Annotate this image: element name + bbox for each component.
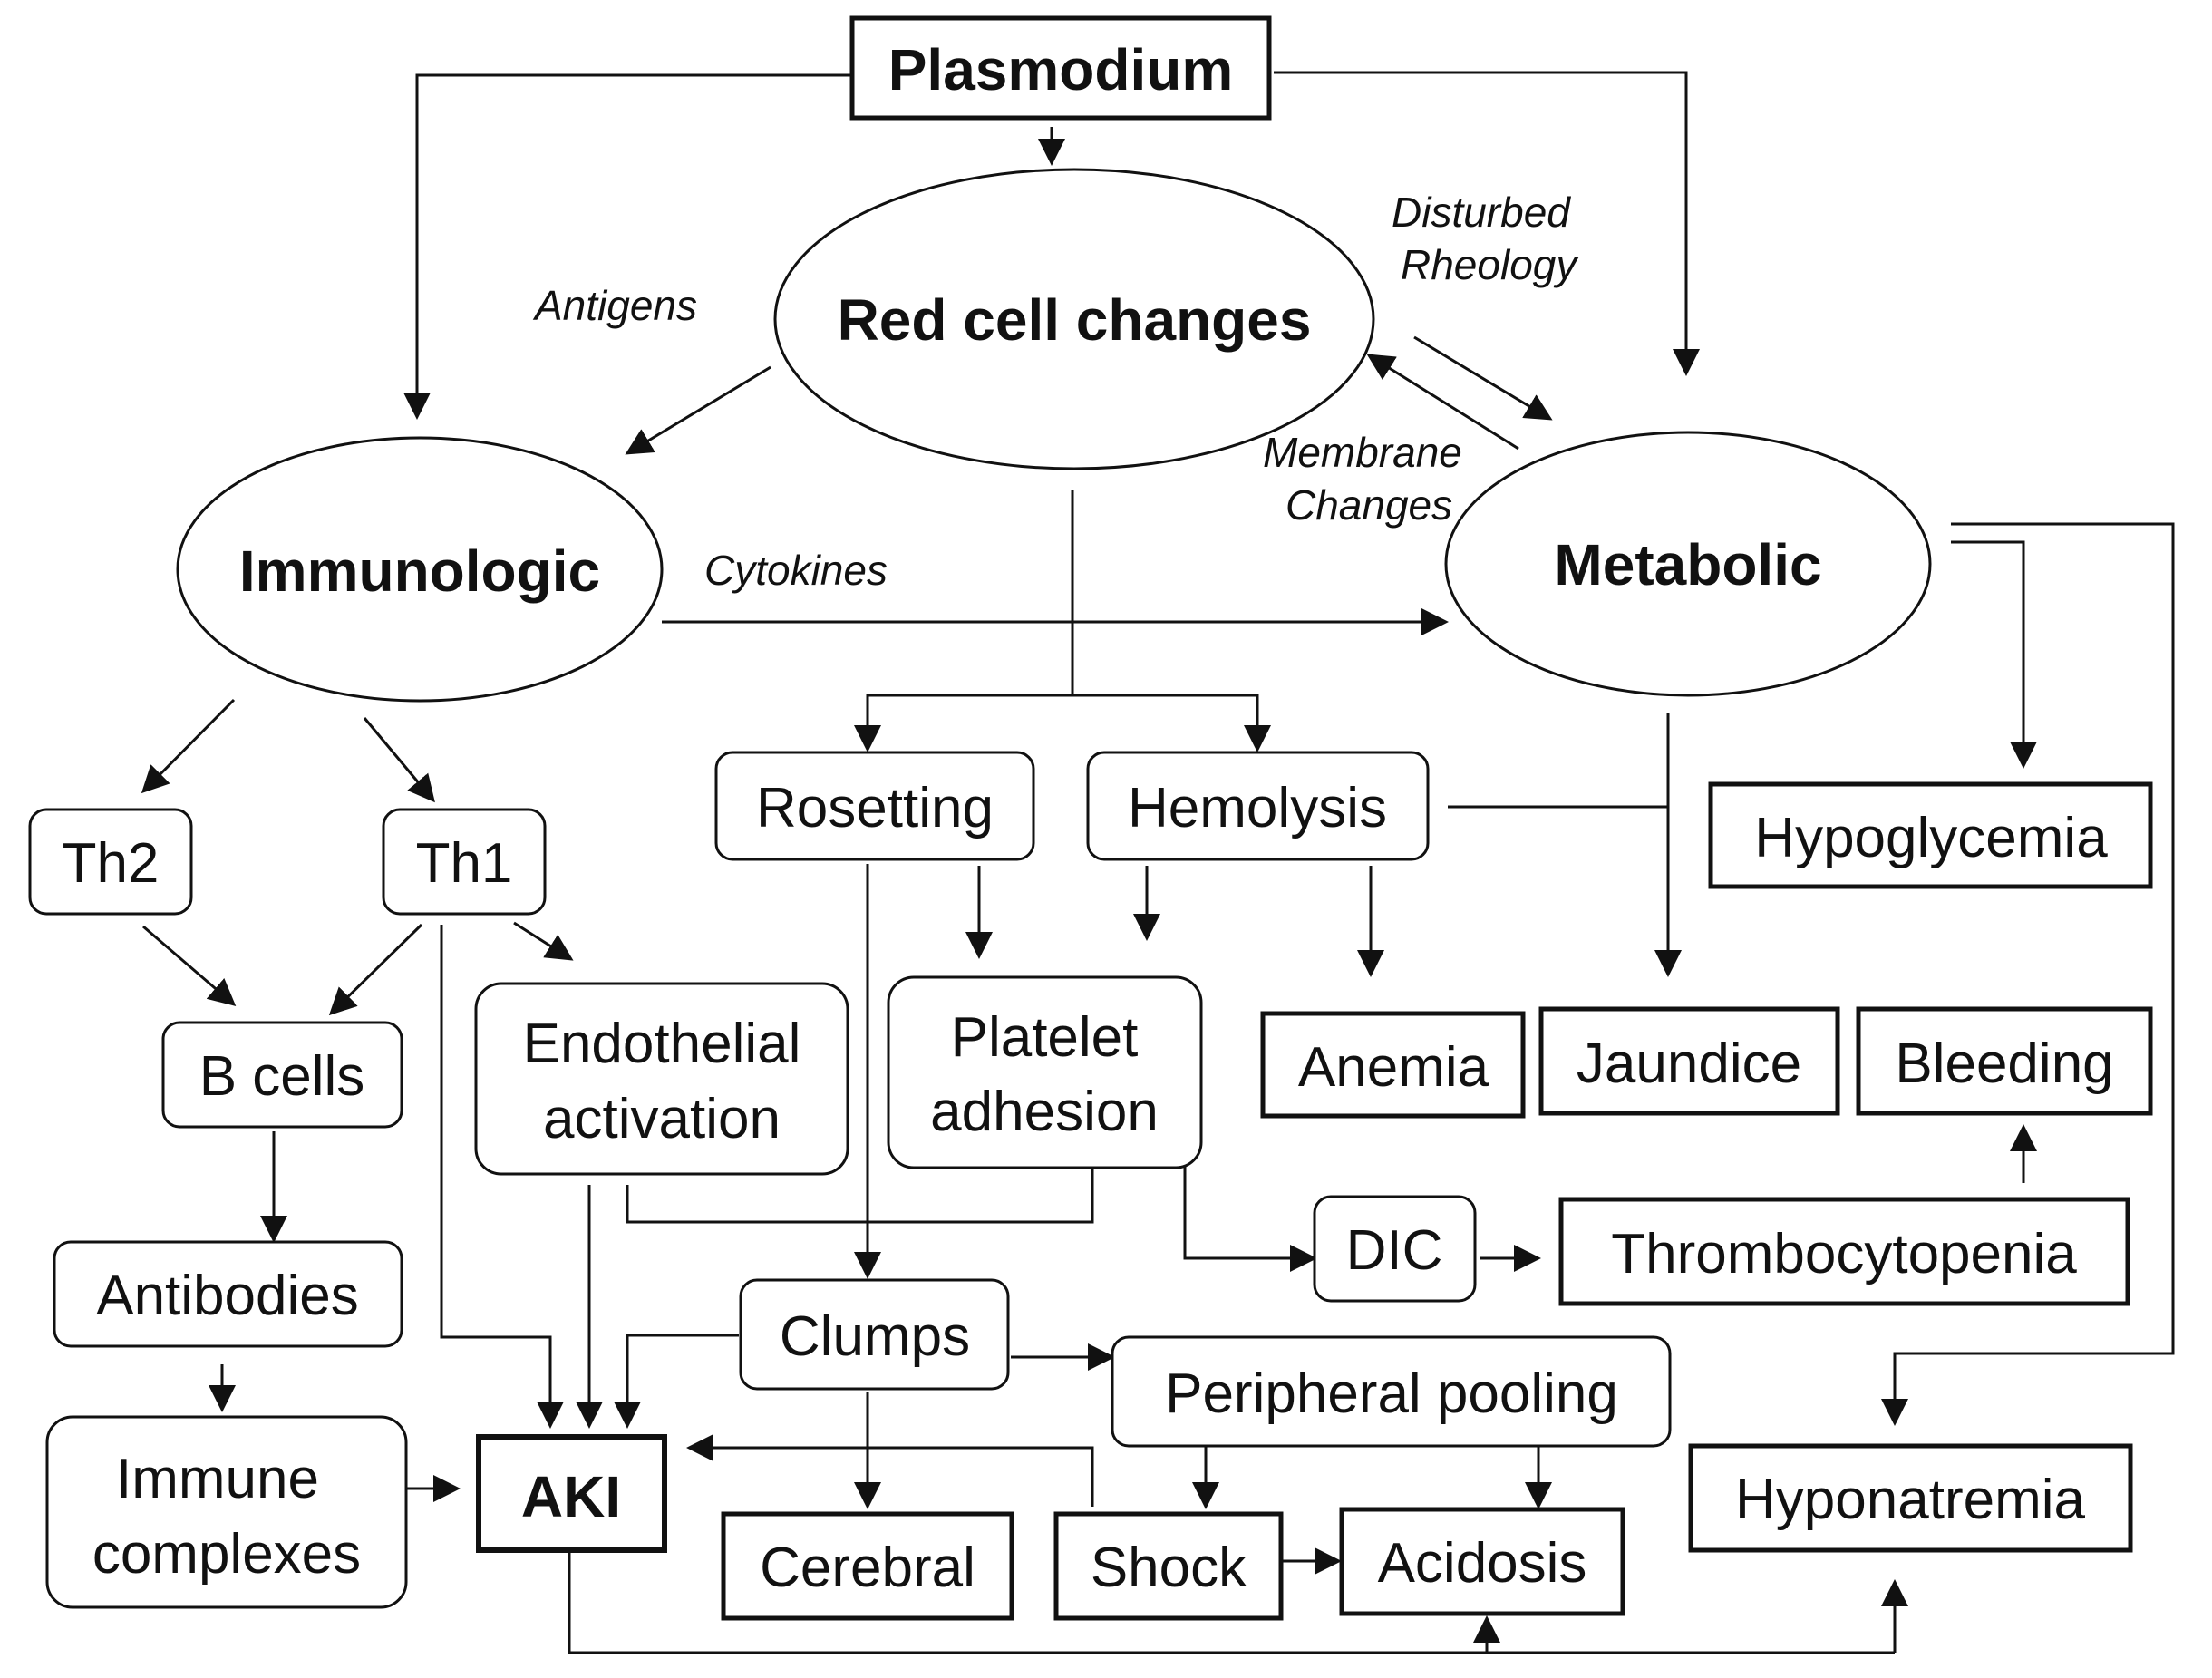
node-metabolic-label: Metabolic	[1554, 532, 1821, 597]
node-b-cells: B cells	[161, 1021, 403, 1129]
node-thrombocytopenia-label: Thrombocytopenia	[1611, 1223, 2077, 1285]
node-peripheral-pooling-label: Peripheral pooling	[1165, 1363, 1618, 1425]
node-plasmodium: Plasmodium	[849, 15, 1272, 121]
edge-th2-to-b-cells	[142, 925, 237, 1006]
edge-label-disturbed-rheology-line-2: Rheology	[1401, 241, 1579, 288]
edge-labels: Antigens Disturbed Rheology Membrane Cha…	[532, 189, 1579, 594]
node-endothelial-activation-line-2: activation	[543, 1088, 781, 1150]
edge-red-cell-to-rosetting	[854, 694, 1072, 752]
edge-label-disturbed-rheology-line-1: Disturbed	[1392, 189, 1571, 236]
edge-label-antigens: Antigens	[532, 282, 697, 329]
node-cerebral-label: Cerebral	[760, 1537, 975, 1599]
node-endothelial-activation: Endothelial activation	[474, 982, 849, 1176]
edge-label-membrane-changes-line-2: Changes	[1285, 481, 1452, 529]
node-rosetting-label: Rosetting	[756, 777, 994, 839]
edge-aki-bottom-line	[568, 1553, 1895, 1654]
node-antibodies: Antibodies	[53, 1240, 403, 1348]
node-platelet-adhesion: Platelet adhesion	[887, 975, 1203, 1169]
edge-th1-to-b-cells	[328, 923, 423, 1016]
node-platelet-adhesion-line-1: Platelet	[951, 1006, 1139, 1069]
edge-metabolic-to-hyponatremia	[1881, 522, 2175, 1426]
edge-clumps-to-aki	[614, 1334, 739, 1429]
node-platelet-adhesion-line-2: adhesion	[930, 1081, 1159, 1143]
edge-th1-to-aki	[440, 925, 564, 1429]
node-hyponatremia: Hyponatremia	[1688, 1443, 2133, 1553]
node-th2-label: Th2	[63, 832, 160, 895]
node-immune-complexes: Immune complexes	[45, 1415, 408, 1609]
edge-plasmodium-to-immunologic	[403, 73, 852, 420]
node-plasmodium-label: Plasmodium	[888, 37, 1234, 102]
edge-label-cytokines: Cytokines	[704, 547, 888, 594]
node-immunologic-label: Immunologic	[239, 538, 600, 604]
node-b-cells-label: B cells	[199, 1045, 365, 1108]
node-hemolysis-label: Hemolysis	[1128, 777, 1387, 839]
edge-red-cell-to-immunologic	[625, 365, 771, 455]
node-shock: Shock	[1053, 1511, 1284, 1621]
node-aki-label: AKI	[521, 1464, 621, 1529]
node-acidosis-label: Acidosis	[1378, 1532, 1587, 1595]
node-thrombocytopenia: Thrombocytopenia	[1558, 1197, 2130, 1306]
node-hypoglycemia-label: Hypoglycemia	[1754, 807, 2108, 869]
node-dic: DIC	[1313, 1195, 1477, 1303]
node-anemia: Anemia	[1260, 1011, 1526, 1119]
node-acidosis: Acidosis	[1339, 1507, 1625, 1616]
edge-metabolic-to-red-cell	[1366, 354, 1519, 451]
node-red-cell-changes: Red cell changes	[773, 168, 1375, 470]
edge-red-cell-to-metabolic	[1413, 335, 1553, 421]
node-shock-label: Shock	[1091, 1537, 1247, 1599]
node-hemolysis: Hemolysis	[1086, 751, 1430, 861]
edge-immunologic-to-th1	[363, 717, 435, 803]
node-cerebral: Cerebral	[721, 1511, 1014, 1621]
edge-immunologic-to-th2	[141, 698, 236, 794]
node-th1-label: Th1	[416, 832, 513, 895]
node-immune-complexes-line-1: Immune	[116, 1448, 319, 1510]
node-hypoglycemia: Hypoglycemia	[1708, 781, 2153, 889]
edge-plasmodium-to-metabolic	[1274, 71, 1700, 376]
node-immunologic: Immunologic	[176, 436, 664, 703]
edges	[141, 71, 2175, 1654]
edge-label-membrane-changes-line-1: Membrane	[1263, 429, 1462, 476]
edge-th1-to-endothelial	[513, 921, 574, 961]
node-anemia-label: Anemia	[1298, 1036, 1489, 1099]
node-bleeding-label: Bleeding	[1895, 1033, 2113, 1095]
node-dic-label: DIC	[1346, 1219, 1443, 1282]
node-jaundice: Jaundice	[1538, 1006, 1840, 1116]
node-immune-complexes-line-2: complexes	[92, 1523, 361, 1586]
node-jaundice-label: Jaundice	[1577, 1033, 1801, 1095]
node-antibodies-label: Antibodies	[96, 1265, 359, 1327]
edge-platelet-to-endothelial-join	[626, 1165, 1094, 1224]
node-rosetting: Rosetting	[714, 751, 1035, 861]
node-clumps: Clumps	[739, 1278, 1010, 1391]
node-hyponatremia-label: Hyponatremia	[1735, 1469, 2085, 1531]
node-peripheral-pooling: Peripheral pooling	[1111, 1335, 1672, 1448]
edge-red-cell-to-hemolysis	[1072, 694, 1271, 752]
node-red-cell-changes-label: Red cell changes	[838, 287, 1312, 353]
node-aki: AKI	[476, 1434, 667, 1553]
node-bleeding: Bleeding	[1856, 1006, 2153, 1116]
node-th1: Th1	[382, 808, 547, 916]
edge-platelet-to-dic	[1183, 1165, 1317, 1272]
node-endothelial-activation-line-1: Endothelial	[523, 1013, 801, 1075]
node-clumps-label: Clumps	[780, 1305, 970, 1368]
node-metabolic: Metabolic	[1444, 431, 1932, 697]
edge-shock-to-aki	[686, 1434, 1094, 1507]
node-th2: Th2	[28, 808, 193, 916]
edge-metabolic-to-hypoglycemia	[1951, 540, 2037, 769]
